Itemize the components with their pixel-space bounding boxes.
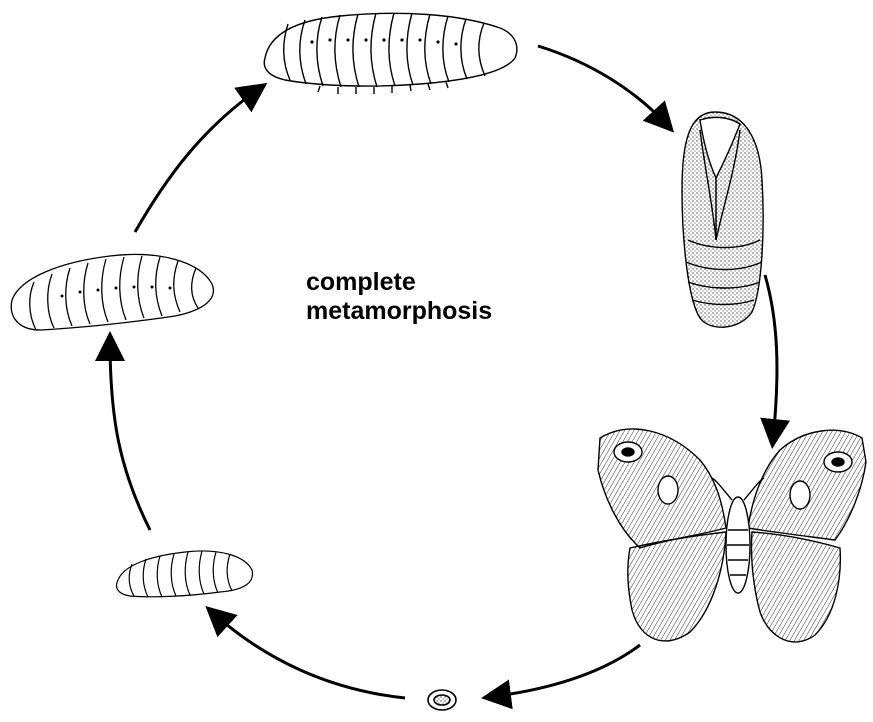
arrow-larva-to-mature-larva [135, 88, 260, 232]
egg-illustration [428, 690, 456, 710]
arrow-young-larva-to-larva [110, 340, 150, 530]
young-larva-illustration [117, 551, 253, 597]
pupa-illustration [682, 112, 763, 327]
arrow-larva-to-pupa [538, 46, 668, 126]
mature-larva-illustration [264, 13, 517, 94]
arrow-pupa-to-adult [765, 275, 777, 440]
adult-moth-illustration [598, 429, 866, 642]
arrow-adult-to-egg [490, 645, 640, 697]
arrow-egg-to-young-larva [212, 612, 405, 698]
larva-illustration [11, 254, 213, 330]
